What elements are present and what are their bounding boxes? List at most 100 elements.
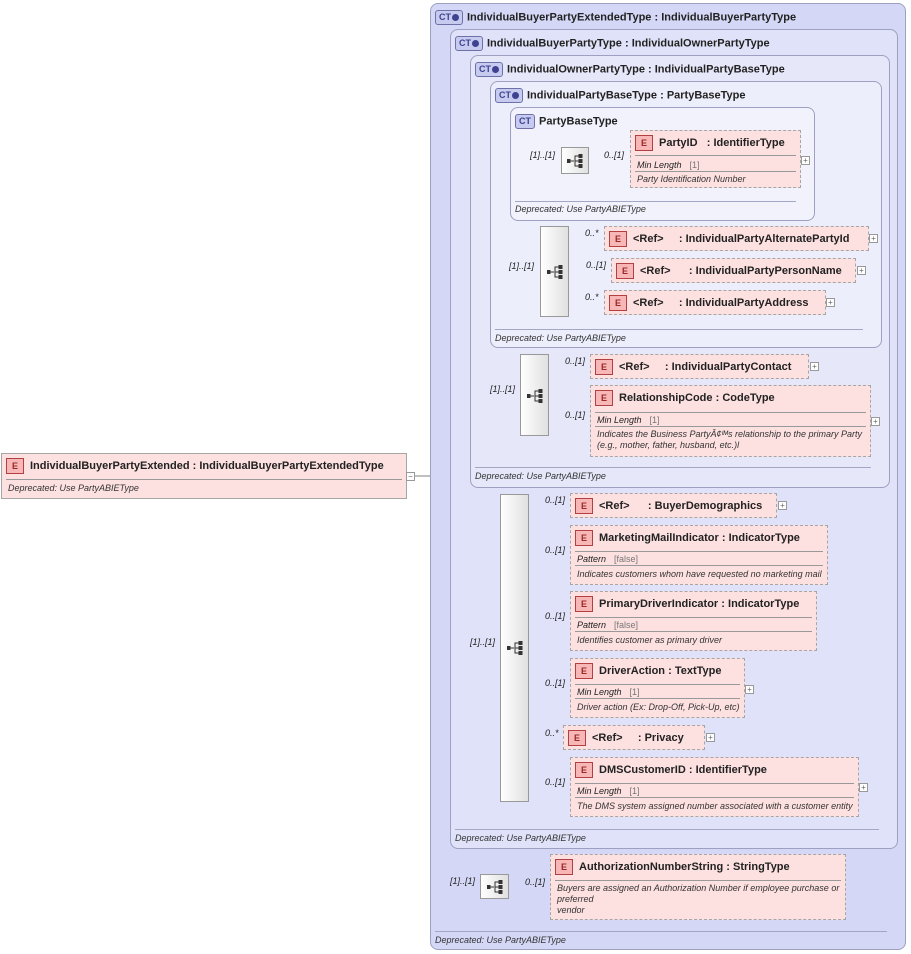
separator-line: [595, 412, 866, 413]
plus-expander-icon[interactable]: +: [859, 783, 868, 792]
element-badge-icon: E: [555, 859, 573, 875]
separator-line: [6, 479, 402, 480]
sequence-compositor-icon: [527, 389, 543, 403]
element-title: E<Ref> : IndividualPartyPersonName: [616, 263, 842, 279]
root-element-type: IndividualBuyerPartyExtendedType: [199, 459, 384, 472]
facet: Pattern[false]: [577, 554, 639, 564]
element-doc: Buyers are assigned an Authorization Num…: [557, 883, 840, 915]
separator: :: [192, 459, 197, 472]
buyer-sequence[interactable]: [500, 494, 529, 802]
separator-line: [595, 426, 866, 427]
privacy-multiplicity: 0..*: [545, 728, 559, 738]
element-badge-icon: E: [609, 295, 627, 311]
extended-sequence[interactable]: [480, 874, 509, 899]
separator-line: [575, 617, 812, 618]
partybase-sequence[interactable]: [540, 226, 569, 317]
element-badge-icon: E: [609, 231, 627, 247]
partyid-multiplicity: 0..[1]: [604, 150, 625, 160]
plus-expander-icon[interactable]: +: [857, 266, 866, 275]
plus-expander-icon[interactable]: +: [801, 156, 810, 165]
plus-expander-icon[interactable]: +: [869, 234, 878, 243]
plus-expander-icon[interactable]: +: [871, 417, 880, 426]
element-badge-icon: E: [595, 390, 613, 406]
owner-sequence-multiplicity: [1]..[1]: [490, 384, 516, 394]
element-title: E<Ref> : IndividualPartyAlternatePartyId: [609, 231, 849, 247]
complex-type-badge-icon: CT: [435, 10, 463, 25]
element-person-name[interactable]: E<Ref> : IndividualPartyPersonName: [611, 258, 856, 283]
contact-multiplicity: 0..[1]: [565, 356, 586, 366]
element-badge-icon: E: [575, 530, 593, 546]
element-badge-icon: E: [575, 762, 593, 778]
extended-sequence-multiplicity: [1]..[1]: [450, 876, 476, 886]
plus-expander-icon[interactable]: +: [826, 298, 835, 307]
dms-multiplicity: 0..[1]: [545, 777, 566, 787]
complex-type-badge-icon: CT: [515, 114, 535, 129]
footer-line: [435, 931, 887, 932]
separator-line: [575, 783, 854, 784]
element-doc: The DMS system assigned number associate…: [577, 801, 853, 811]
element-badge-icon: E: [575, 498, 593, 514]
complex-type-badge-icon: CT: [455, 36, 483, 51]
footer-line: [495, 329, 863, 330]
plus-expander-icon[interactable]: +: [706, 733, 715, 742]
plus-expander-icon[interactable]: +: [745, 685, 754, 694]
facet: Pattern[false]: [577, 620, 639, 630]
partybase-type-footer: Deprecated: Use PartyABIEType: [495, 333, 626, 343]
plus-expander-icon[interactable]: +: [778, 501, 787, 510]
separator-line: [575, 551, 823, 552]
separator-line: [575, 698, 740, 699]
person-name-multiplicity: 0..[1]: [586, 260, 607, 270]
element-doc: Identifies customer as primary driver: [577, 635, 723, 645]
plus-expander-icon[interactable]: +: [810, 362, 819, 371]
footer-line: [515, 201, 796, 202]
complex-type-badge-icon: CT: [475, 62, 503, 77]
facet: Min Length[1]: [577, 687, 640, 697]
element-badge-icon: E: [568, 730, 586, 746]
root-element-doc: Deprecated: Use PartyABIEType: [8, 483, 139, 493]
sequence-compositor-icon: [507, 641, 523, 655]
element-badge-icon: E: [595, 359, 613, 375]
owner-sequence[interactable]: [520, 354, 549, 436]
element-address[interactable]: E<Ref> : IndividualPartyAddress: [604, 290, 826, 315]
root-expander-icon[interactable]: −: [406, 472, 415, 481]
element-doc: Indicates the Business PartyÂ¢ᴵᴹs relati…: [597, 429, 863, 450]
base-sequence[interactable]: [561, 147, 589, 174]
element-buyer-demographics[interactable]: E<Ref> : BuyerDemographics: [570, 493, 777, 518]
element-doc: Party Identification Number: [637, 174, 746, 184]
element-alternate-party-id[interactable]: E<Ref> : IndividualPartyAlternatePartyId: [604, 226, 869, 251]
partybase-sequence-multiplicity: [1]..[1]: [509, 261, 535, 271]
marketing-multiplicity: 0..[1]: [545, 545, 566, 555]
separator-line: [575, 565, 823, 566]
element-title: E<Ref> : BuyerDemographics: [575, 498, 762, 514]
element-badge-icon: E: [575, 596, 593, 612]
element-privacy[interactable]: E<Ref> : Privacy: [563, 725, 705, 750]
sequence-compositor-icon: [547, 265, 563, 279]
root-element-name: IndividualBuyerPartyExtended: [30, 459, 190, 472]
extended-type-footer: Deprecated: Use PartyABIEType: [435, 935, 566, 945]
base-type-footer: Deprecated: Use PartyABIEType: [515, 204, 646, 214]
separator-line: [635, 171, 796, 172]
footer-line: [455, 829, 879, 830]
relationship-multiplicity: 0..[1]: [565, 410, 586, 420]
separator-line: [635, 155, 796, 156]
element-contact[interactable]: E<Ref> : IndividualPartyContact: [590, 354, 809, 379]
facet: Min Length[1]: [637, 160, 700, 170]
